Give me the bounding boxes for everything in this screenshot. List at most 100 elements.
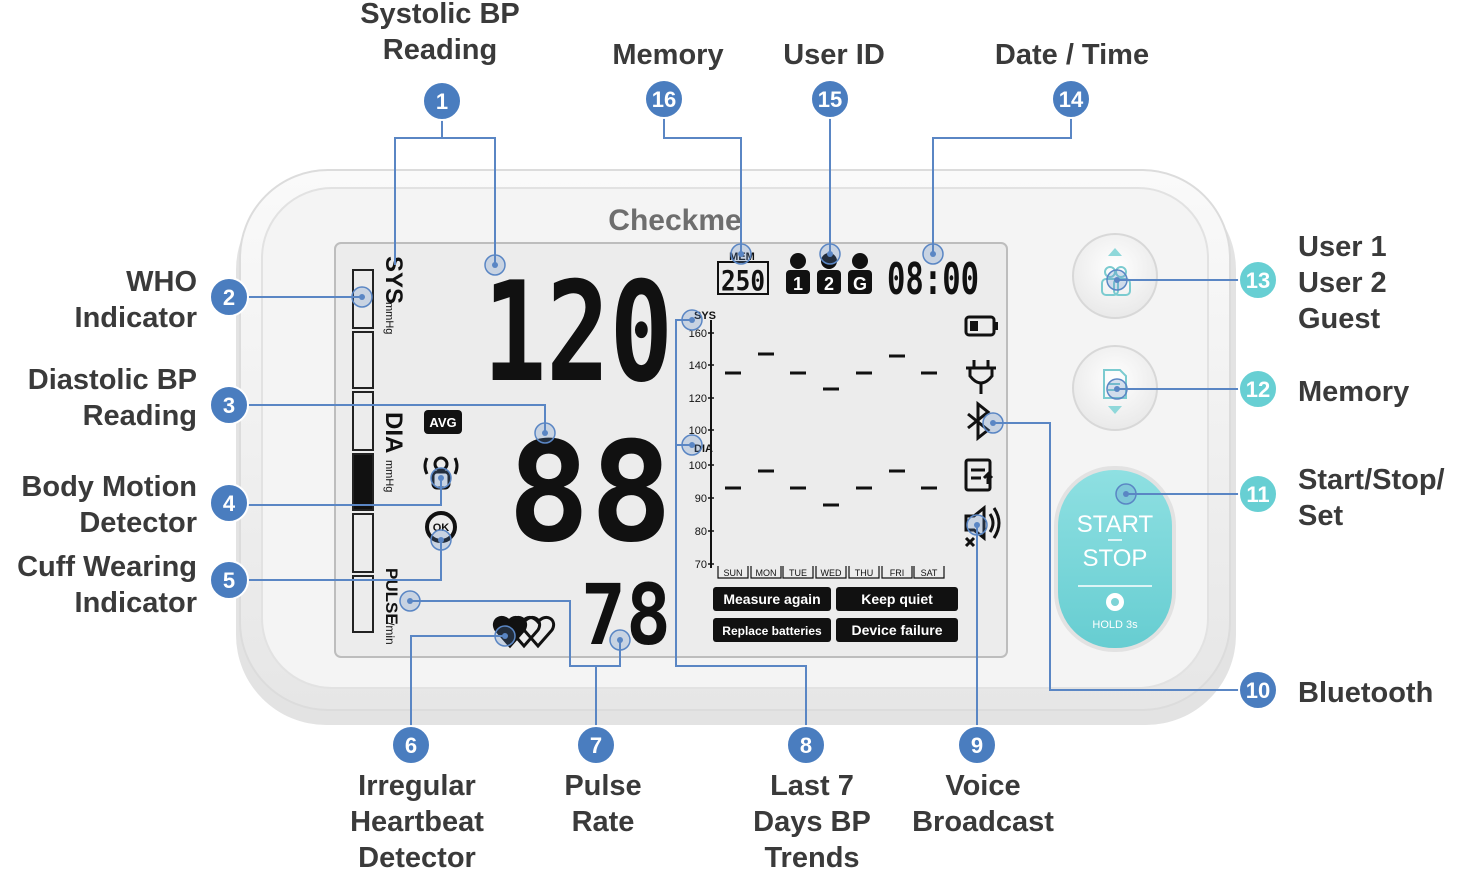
label-irregular-heartbeat: Irregular Heartbeat Detector (350, 770, 484, 874)
callout-badge-circle (786, 725, 826, 765)
anchor-dot (738, 251, 744, 257)
pulse-unit: /min (383, 622, 397, 645)
dia-unit: mmHg (383, 460, 395, 492)
anchor-dot (689, 317, 695, 323)
day-label: SAT (921, 568, 938, 578)
callout-badge-number: 14 (1059, 87, 1084, 112)
callout-badge-number: 5 (223, 568, 235, 593)
callout-badge-4: 4 (209, 483, 249, 523)
dia-tick-label: 80 (695, 526, 707, 538)
brand-logo: Checkme (608, 204, 741, 237)
stop-label: STOP (1083, 545, 1148, 572)
anchor-dot (1123, 491, 1129, 497)
battery-icon (964, 315, 998, 337)
callout-badge-circle (209, 385, 249, 425)
callout-badge-number: 4 (223, 491, 236, 516)
callout-badge-10: 10 (1238, 670, 1278, 710)
avg-label: AVG (429, 415, 456, 430)
callout-badge-circle (1238, 474, 1278, 514)
label-cuff-wearing: Cuff Wearing Indicator (17, 551, 197, 619)
callout-badge-number: 2 (223, 285, 235, 310)
callout-badge-number: 15 (818, 87, 842, 112)
day-bracket (782, 566, 814, 579)
anchor-dot (974, 522, 980, 528)
callout-badge-number: 8 (800, 733, 812, 758)
irregular-heartbeat-icon (493, 616, 555, 649)
callout-badge-11: 11 (1238, 474, 1278, 514)
label-pulse-rate: Pulse Rate (564, 770, 642, 838)
memory-box (717, 261, 769, 295)
anchor-dot (1114, 277, 1120, 283)
anchor-dot (827, 251, 833, 257)
time-display: 08:00 (887, 254, 979, 305)
plug-icon (966, 360, 996, 394)
callout-badge-15: 15 (810, 79, 850, 119)
day-bracket (815, 566, 847, 579)
user-id-label: 2 (824, 274, 834, 294)
label-bluetooth: Bluetooth (1298, 677, 1434, 709)
status-message-text: Measure again (723, 591, 820, 607)
callout-badge-16: 16 (644, 79, 684, 119)
memory-count: 250 (721, 264, 765, 297)
upload-record-icon (964, 458, 994, 492)
status-message-text: Replace batteries (722, 624, 822, 638)
status-message: Replace batteries (713, 618, 831, 642)
label-who-indicator: WHO Indicator (74, 266, 197, 334)
anchor-dot (689, 442, 695, 448)
callout-badge-1: 1 (422, 81, 462, 121)
label-systolic-bp: Systolic BP Reading (360, 0, 520, 66)
day-bracket (848, 566, 880, 579)
user-id-label: G (853, 274, 867, 294)
callout-badge-circle (209, 560, 249, 600)
callout-badge-circle (957, 725, 997, 765)
user-icon-G: G (848, 253, 872, 294)
diastolic-reading: 88 (508, 412, 673, 573)
label-bp-trends: Last 7 Days BP Trends (753, 770, 871, 874)
callout-badge-circle (1238, 369, 1278, 409)
dia-tick-label: 90 (695, 493, 707, 505)
sys-tick-label: 140 (689, 360, 707, 372)
label-start-stop-set: Start/Stop/ Set (1298, 464, 1445, 532)
callout-badge-circle (1238, 670, 1278, 710)
leader-lines (248, 118, 1240, 727)
callout-badge-7: 7 (576, 725, 616, 765)
hold-label: HOLD 3s (1092, 619, 1138, 631)
anchor-dot (407, 598, 413, 604)
anchor-rings (351, 243, 1137, 651)
callout-badge-number: 13 (1246, 268, 1270, 293)
callout-badge-number: 16 (652, 87, 676, 112)
dia-label: DIA (380, 412, 407, 453)
callout-badge-2: 2 (209, 277, 249, 317)
callout-badge-number: 11 (1246, 482, 1269, 507)
user-button[interactable] (1072, 233, 1158, 319)
callout-badge-number: 9 (971, 733, 983, 758)
callout-badge-number: 7 (590, 733, 602, 758)
day-bracket (750, 566, 782, 579)
anchor-dot (1114, 386, 1120, 392)
status-message: Measure again (713, 587, 831, 611)
callout-badge-5: 5 (209, 560, 249, 600)
sys-tick-label: 100 (689, 425, 707, 437)
dia-tick-label: 100 (689, 460, 707, 472)
start-label: START (1077, 511, 1154, 538)
day-bracket (881, 566, 913, 579)
start-stop-button[interactable]: START STOP HOLD 3s (1054, 466, 1176, 652)
systolic-reading: 120 (483, 252, 673, 413)
anchor-dot (930, 251, 936, 257)
label-date-time: Date / Time (994, 39, 1150, 71)
callout-badge-number: 1 (436, 89, 448, 114)
label-user-id: User ID (783, 39, 885, 71)
callout-badge-13: 13 (1238, 260, 1278, 300)
sys-tick-label: 160 (689, 328, 707, 340)
user-icon-1: 1 (786, 253, 810, 294)
anchor-dot (492, 262, 498, 268)
callout-badge-circle (209, 277, 249, 317)
callout-badge-circle (1238, 260, 1278, 300)
anchor-dot (990, 420, 996, 426)
dia-tick-label: 70 (695, 559, 707, 571)
callout-badge-8: 8 (786, 725, 826, 765)
